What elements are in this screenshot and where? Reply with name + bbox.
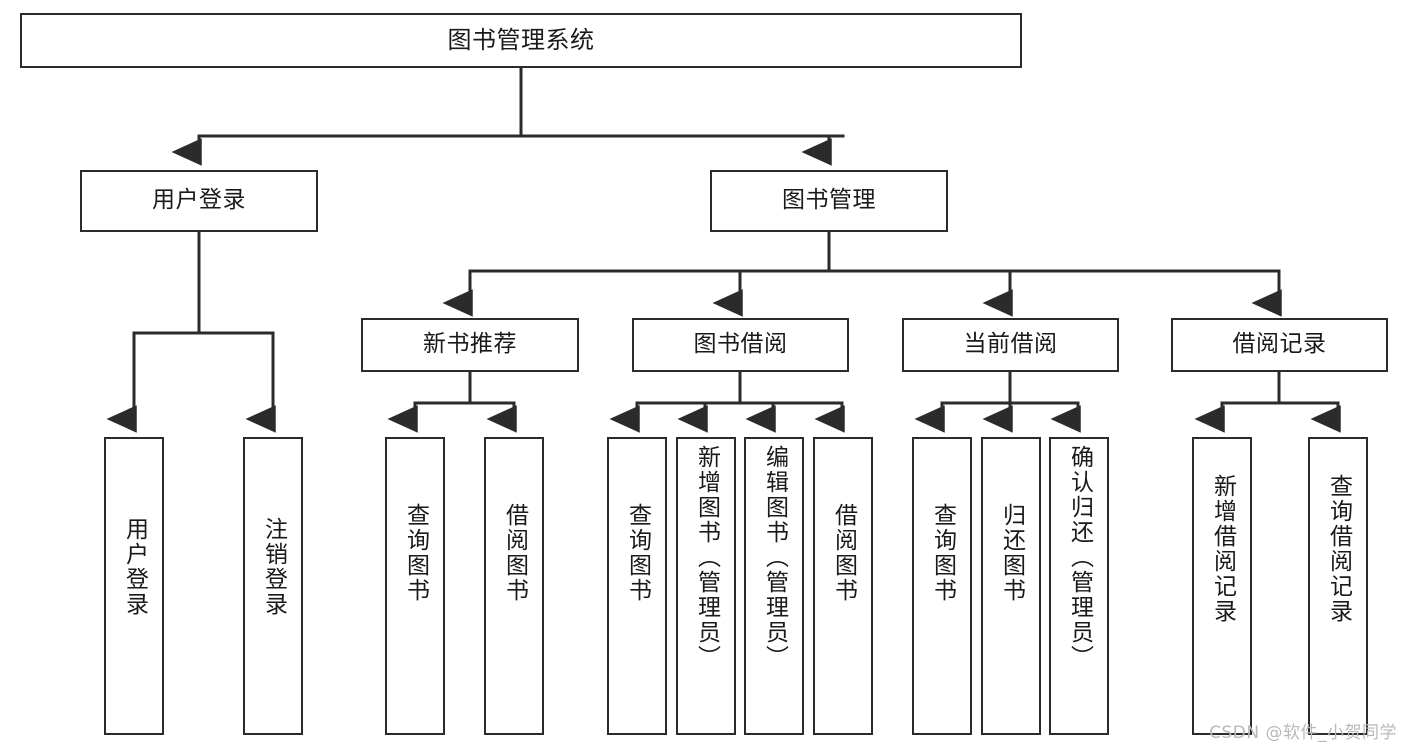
- node-user-login[interactable]: 用户登录: [80, 170, 318, 232]
- node-label: 查询图书: [402, 503, 429, 603]
- node-label: 查询借阅记录: [1325, 474, 1352, 624]
- leaf-edit-book-admin[interactable]: 编辑图书（管理员）: [744, 437, 804, 735]
- node-label: 当前借阅: [963, 331, 1058, 358]
- node-current-borrow[interactable]: 当前借阅: [902, 318, 1119, 372]
- node-label: 图书管理: [782, 187, 876, 214]
- leaf-confirm-return-admin[interactable]: 确认归还（管理员）: [1049, 437, 1109, 735]
- node-root-system[interactable]: 图书管理系统: [20, 13, 1022, 68]
- leaf-query-books-recommend[interactable]: 查询图书: [385, 437, 445, 735]
- leaf-query-borrow-record[interactable]: 查询借阅记录: [1308, 437, 1368, 735]
- leaf-return-books[interactable]: 归还图书: [981, 437, 1041, 735]
- node-label: 归还图书: [998, 503, 1025, 603]
- leaf-borrow-books[interactable]: 借阅图书: [813, 437, 873, 735]
- node-new-book-recommend[interactable]: 新书推荐: [361, 318, 579, 372]
- watermark-text: CSDN @软件_小贺同学: [1209, 723, 1397, 743]
- node-label: 新增图书（管理员）: [693, 445, 720, 670]
- node-label: 新书推荐: [423, 331, 517, 358]
- node-label: 用户登录: [121, 517, 148, 617]
- node-label: 图书借阅: [693, 331, 788, 358]
- leaf-add-borrow-record[interactable]: 新增借阅记录: [1192, 437, 1252, 735]
- node-label: 新增借阅记录: [1209, 474, 1236, 624]
- node-label: 编辑图书（管理员）: [761, 445, 788, 670]
- node-label: 查询图书: [929, 503, 956, 603]
- node-label: 借阅图书: [830, 503, 857, 603]
- leaf-logout[interactable]: 注销登录: [243, 437, 303, 735]
- leaf-borrow-books-recommend[interactable]: 借阅图书: [484, 437, 544, 735]
- node-book-management[interactable]: 图书管理: [710, 170, 948, 232]
- node-label: 注销登录: [260, 517, 287, 617]
- node-borrow-records[interactable]: 借阅记录: [1171, 318, 1388, 372]
- leaf-query-books-borrow[interactable]: 查询图书: [607, 437, 667, 735]
- node-label: 借阅记录: [1232, 331, 1327, 358]
- node-label: 确认归还（管理员）: [1066, 445, 1093, 670]
- leaf-user-login[interactable]: 用户登录: [104, 437, 164, 735]
- node-label: 图书管理系统: [447, 26, 595, 55]
- node-book-borrow[interactable]: 图书借阅: [632, 318, 849, 372]
- leaf-add-book-admin[interactable]: 新增图书（管理员）: [676, 437, 736, 735]
- node-label: 用户登录: [152, 187, 246, 214]
- leaf-query-books-current[interactable]: 查询图书: [912, 437, 972, 735]
- node-label: 借阅图书: [501, 503, 528, 603]
- node-label: 查询图书: [624, 503, 651, 603]
